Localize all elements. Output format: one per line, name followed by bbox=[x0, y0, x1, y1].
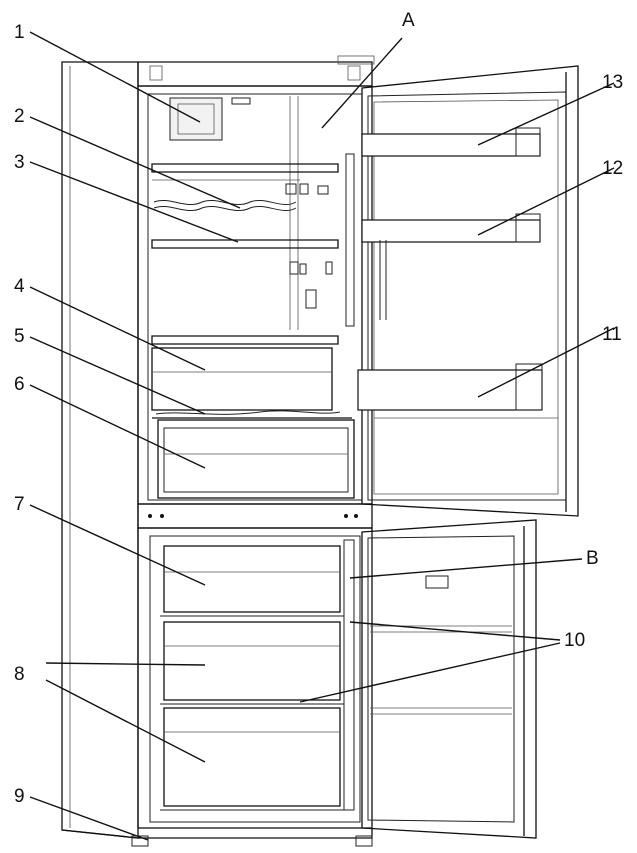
light-control-box bbox=[169, 97, 223, 141]
leader-lines bbox=[29, 31, 615, 841]
callout-B: B bbox=[586, 548, 599, 569]
callout-2: 2 bbox=[14, 106, 25, 127]
glass-shelf-middle bbox=[151, 239, 339, 309]
cabinet-body bbox=[61, 55, 375, 847]
door-balcony-bottom bbox=[357, 363, 543, 411]
freezer-door-label-plate bbox=[425, 575, 449, 589]
callout-7: 7 bbox=[14, 494, 25, 515]
callout-4: 4 bbox=[14, 276, 25, 297]
callout-10: 10 bbox=[564, 630, 585, 651]
freezer-drawer-top bbox=[163, 545, 341, 613]
callout-5: 5 bbox=[14, 326, 25, 347]
door-balcony-top bbox=[361, 127, 541, 157]
crisper-divider bbox=[152, 410, 352, 419]
callout-A: A bbox=[402, 10, 415, 31]
glass-shelf-upper bbox=[151, 163, 339, 181]
callout-labels: 1 2 3 4 5 6 7 8 9 A B 10 11 12 13 bbox=[14, 10, 623, 807]
callout-11: 11 bbox=[602, 324, 622, 345]
door-balcony-middle bbox=[361, 213, 541, 243]
callout-1: 1 bbox=[14, 22, 25, 43]
callout-3: 3 bbox=[14, 152, 25, 173]
crisper-cover-shelf bbox=[151, 335, 339, 411]
crisper-drawer bbox=[157, 419, 355, 499]
freezer-drawer-bottom bbox=[163, 707, 341, 807]
callout-6: 6 bbox=[14, 374, 25, 395]
callout-8: 8 bbox=[14, 664, 25, 685]
fridge-interior bbox=[151, 96, 355, 499]
freezer-drawer-middle bbox=[163, 621, 341, 701]
fridge-door bbox=[357, 65, 579, 517]
freezer-door bbox=[361, 519, 537, 839]
callout-9: 9 bbox=[14, 786, 25, 807]
bottle-rack bbox=[153, 183, 329, 212]
freezer-interior bbox=[160, 539, 355, 811]
callout-13: 13 bbox=[602, 72, 623, 93]
callout-12: 12 bbox=[602, 158, 623, 179]
